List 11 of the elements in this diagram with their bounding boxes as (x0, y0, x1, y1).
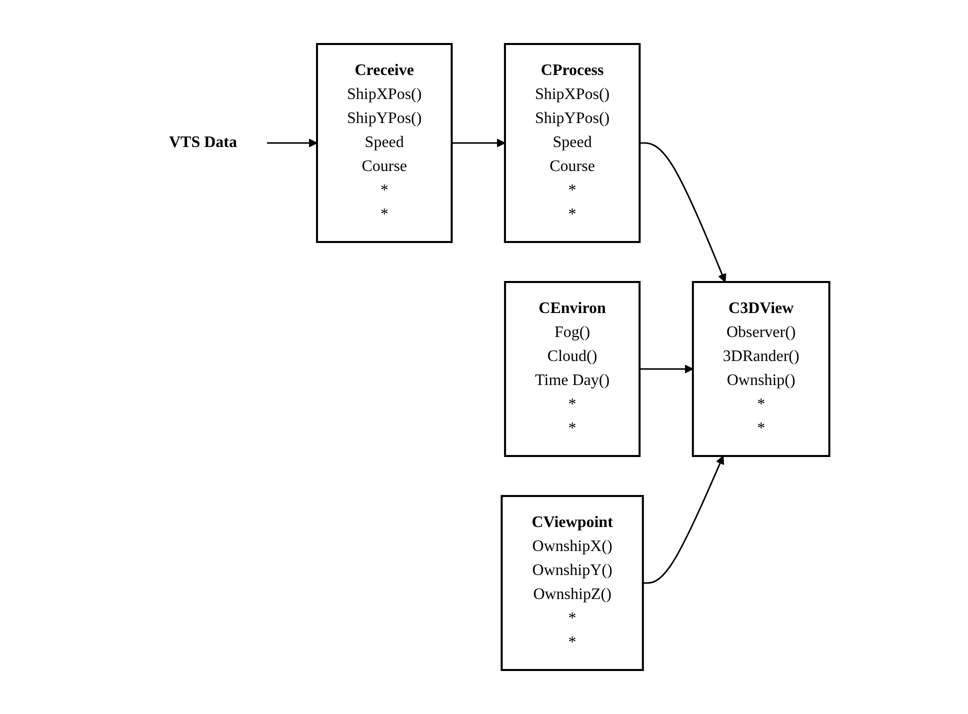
node-text: VTS Data (168, 134, 237, 151)
node-box: Creceive ShipXPos() ShipYPos() Speed Course * * (316, 43, 453, 243)
arrow (642, 456, 724, 584)
node-box: C3DView Observer() 3DRander() Ownship() * * (692, 281, 830, 457)
arrow (266, 138, 318, 148)
arrow (639, 364, 694, 374)
node-box: CProcess ShipXPos() ShipYPos() Speed Course * * (504, 43, 640, 243)
arrow (639, 142, 726, 282)
arrow (452, 138, 506, 148)
node-box: CViewpoint OwnshipX() OwnshipY() OwnshipZ() * * (500, 495, 644, 671)
node-box: CEnviron Fog() Cloud() Time Day() * * (504, 281, 640, 457)
